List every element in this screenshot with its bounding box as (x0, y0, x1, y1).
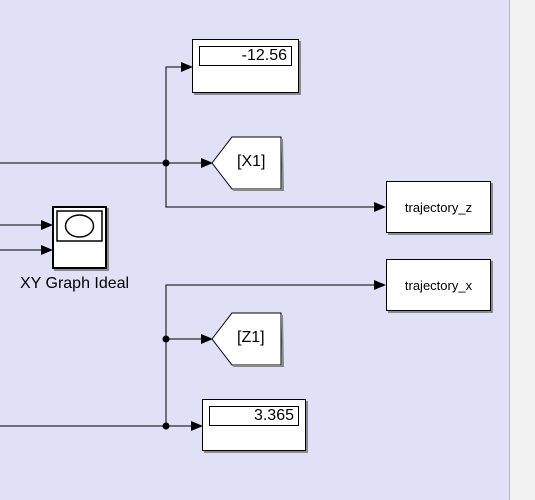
signal-line-upper[interactable] (0, 62, 386, 212)
outport-label: trajectory_x (404, 277, 473, 293)
signal-lines (0, 62, 386, 431)
outport-trajectory-x[interactable]: trajectory_x (386, 259, 491, 311)
xy-graph-icon (56, 210, 103, 242)
branch-point (162, 422, 170, 430)
display-block-bottom[interactable]: 3.365 (202, 399, 306, 451)
goto-tag-z1: [Z1] (237, 329, 265, 346)
right-panel-edge (509, 0, 535, 500)
xy-graph-inputs[interactable] (0, 220, 53, 255)
outport-trajectory-z[interactable]: trajectory_z (386, 181, 491, 233)
display-value: 3.365 (209, 406, 299, 426)
model-canvas[interactable]: -12.56 [X1] [Z1] trajectory_z trajectory… (0, 0, 509, 500)
branch-point (162, 335, 170, 343)
goto-tag-x1: [X1] (237, 153, 266, 170)
display-value: -12.56 (199, 46, 292, 66)
goto-block-z1[interactable] (211, 312, 285, 367)
signal-line-lower[interactable] (0, 280, 386, 431)
xy-graph-caption: XY Graph Ideal (20, 275, 130, 292)
display-block-top[interactable]: -12.56 (192, 39, 299, 93)
goto-block-x1[interactable] (211, 136, 285, 191)
outport-label: trajectory_z (404, 199, 473, 215)
branch-point (162, 159, 170, 167)
xy-graph-block[interactable] (52, 206, 107, 269)
